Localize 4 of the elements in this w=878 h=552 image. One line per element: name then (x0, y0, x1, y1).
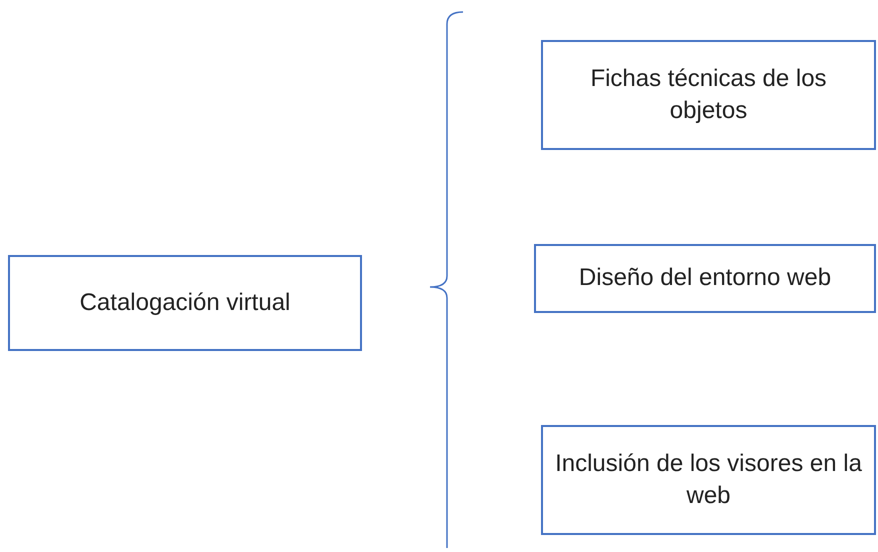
text-box: Diseño del entorno web (534, 244, 876, 313)
text-box: Fichas técnicas de los objetos (541, 40, 876, 150)
text-box: Catalogación virtual (8, 255, 362, 351)
text-box: Inclusión de los visores en la web (541, 425, 876, 535)
